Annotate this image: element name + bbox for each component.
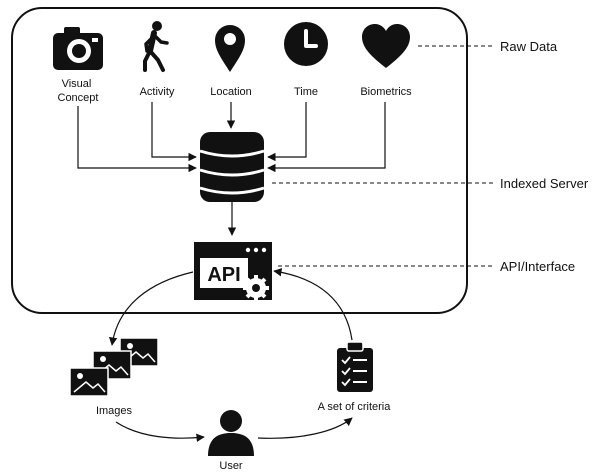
camera-icon [53,27,103,70]
user-label: User [219,460,243,472]
leader-lines [272,45,494,267]
source-label-activity: Activity [140,86,175,98]
arrow-user-to-criteria [257,417,353,439]
criteria-label: A set of criteria [318,401,392,413]
location-pin-icon [215,25,245,72]
images-icon [69,337,159,397]
database-icon [199,132,265,202]
indexed-server-label: Indexed Server [500,176,589,191]
walking-person-icon [143,21,169,72]
source-to-server-arrows [77,102,386,173]
arrow-api-to-images [108,271,194,346]
clock-icon [284,22,328,66]
source-label-line: Concept [58,92,99,104]
source-label-line: Visual [62,78,92,90]
user-icon [208,410,254,456]
source-label-time: Time [294,86,318,98]
heart-icon [362,24,410,68]
api-text: API [207,264,240,286]
images-label: Images [96,405,133,417]
arrow-biometrics-to-server [267,102,386,173]
source-label-biometrics: Biometrics [360,86,412,98]
api-window-icon: API [194,242,272,301]
system-boundary [11,7,468,314]
arrow-criteria-to-api [273,268,353,341]
arrow-images-to-user [115,421,205,442]
arrow-time-to-server [267,102,307,162]
api-interface-label: API/Interface [500,259,575,274]
raw-data-label: Raw Data [500,39,558,54]
flow-arrows [108,268,353,442]
clipboard-checklist-icon [337,341,373,392]
arrow-visual-to-server [77,106,197,173]
gear-icon [243,275,269,301]
source-label-visual-concept: Visual Concept [58,78,99,104]
source-label-location: Location [210,86,252,98]
arrow-activity-to-server [151,102,197,162]
